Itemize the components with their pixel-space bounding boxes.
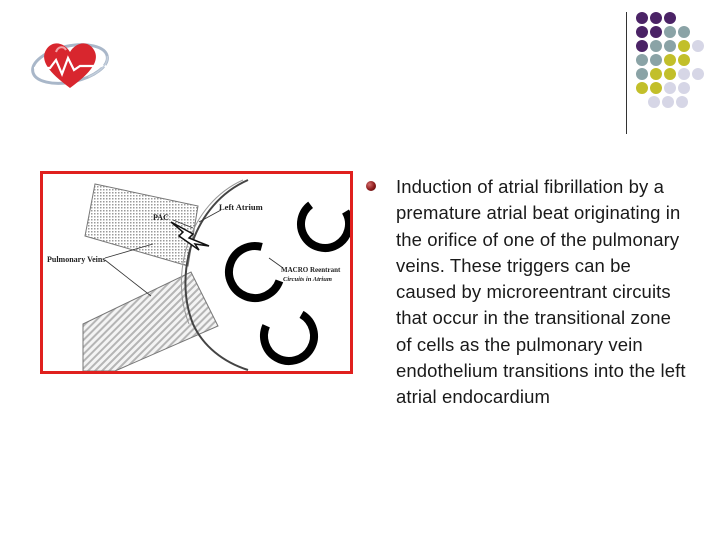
decorative-dot: [678, 26, 690, 38]
decorative-dot: [650, 54, 662, 66]
decorative-dot: [664, 26, 676, 38]
decorative-dot: [664, 54, 676, 66]
label-macro-reentrant: MACRO Reentrant: [281, 266, 341, 274]
decorative-dot: [664, 82, 676, 94]
decorative-dot: [664, 12, 676, 24]
decorative-dot: [676, 96, 688, 108]
decorative-dot: [678, 40, 690, 52]
bullet-icon: [366, 181, 376, 191]
decorative-dot: [662, 96, 674, 108]
decorative-dot: [636, 12, 648, 24]
decorative-dot: [636, 82, 648, 94]
decorative-dot: [664, 68, 676, 80]
decorative-dot: [650, 12, 662, 24]
decorative-dot: [636, 68, 648, 80]
bullet-paragraph: Induction of atrial fibrillation by a pr…: [396, 176, 686, 408]
decorative-dot: [636, 40, 648, 52]
label-macro-circuits: Circuits in Atrium: [283, 276, 332, 283]
decorative-dot-grid: [632, 8, 720, 120]
label-pulmonary-veins: Pulmonary Veins: [47, 255, 105, 264]
heart-logo-icon: [28, 28, 112, 100]
decorative-dot: [648, 96, 660, 108]
pulmonary-vein-figure: Left Atrium PAC Pulmonary Veins MACRO Re…: [40, 171, 353, 374]
decorative-dot: [678, 68, 690, 80]
decorative-divider: [626, 12, 627, 134]
decorative-dot: [692, 40, 704, 52]
decorative-dot: [636, 54, 648, 66]
label-left-atrium: Left Atrium: [219, 202, 263, 212]
decorative-dot: [678, 82, 690, 94]
decorative-dot: [692, 68, 704, 80]
decorative-dot: [636, 26, 648, 38]
decorative-dot: [664, 40, 676, 52]
decorative-dot: [650, 82, 662, 94]
decorative-dot: [650, 40, 662, 52]
decorative-dot: [650, 68, 662, 80]
label-pac: PAC: [153, 213, 169, 222]
decorative-dot: [678, 54, 690, 66]
decorative-dot: [650, 26, 662, 38]
